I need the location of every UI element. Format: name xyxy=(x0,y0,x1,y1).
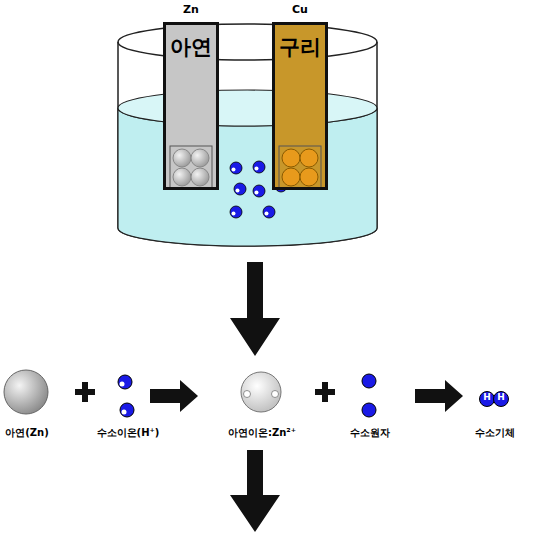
species-label: 수소이온(H⁺) xyxy=(97,426,160,440)
atom-symbol: H xyxy=(497,392,505,402)
atom-symbol: H xyxy=(483,392,491,402)
electrode-label: 아연 xyxy=(166,33,216,61)
species-label: 수소원자 xyxy=(350,426,390,440)
species-label: 아연이온:Zn²⁺ xyxy=(228,426,296,440)
copper-electrode: Cu구리 xyxy=(272,22,328,190)
species-label: 아연(Zn) xyxy=(5,426,49,440)
element-symbol: Zn xyxy=(166,3,216,16)
species-label: 수소기체 xyxy=(475,426,515,440)
element-symbol: Cu xyxy=(275,3,325,16)
electrode-label: 구리 xyxy=(275,33,325,61)
zinc-electrode: Zn아연 xyxy=(163,22,219,190)
